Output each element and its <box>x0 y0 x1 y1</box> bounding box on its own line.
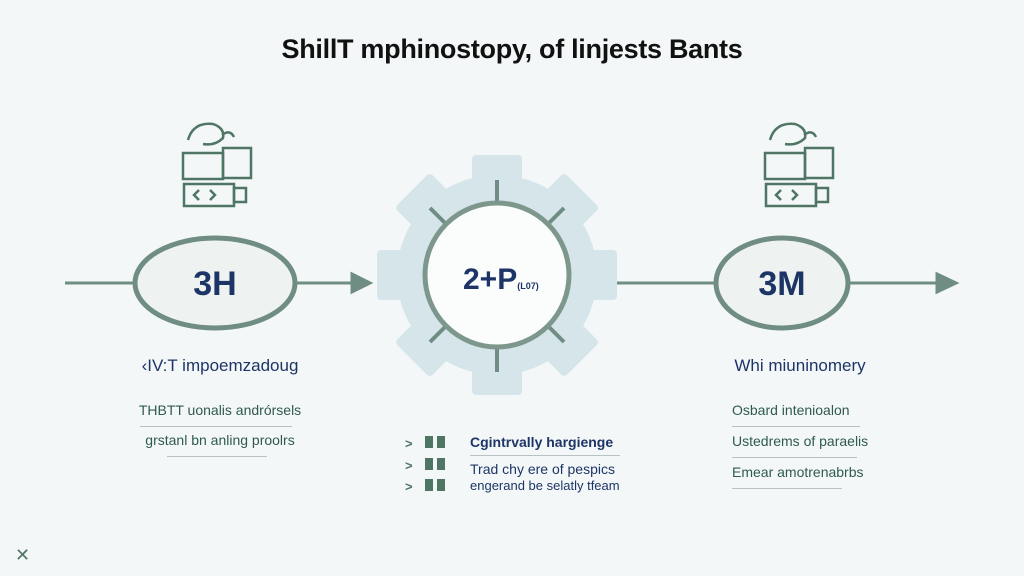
left-item: grstanl bn anling proolrs <box>145 432 295 448</box>
node-label-right: 3M <box>758 265 806 303</box>
left-node <box>132 235 298 331</box>
divider <box>470 455 620 456</box>
page-title: ShillT mphinostopy, of linjests Bants <box>281 34 743 64</box>
corner-x-icon: ✕ <box>15 545 30 565</box>
left-heading: ‹IV:T impoemzadoug <box>141 356 299 375</box>
right-item: Ustedrems of paraelis <box>732 433 869 449</box>
center-item: engerand be selatly tfeam <box>470 478 620 493</box>
center-item: Cgintrvally hargienge <box>470 434 614 450</box>
svg-text:>: > <box>405 458 413 473</box>
left-item: THBTT uonalis andrórsels <box>138 402 302 418</box>
divider <box>732 426 860 427</box>
right-item: Osbard intenioalon <box>732 402 850 418</box>
center-label: 2+P <box>463 263 518 296</box>
divider <box>140 426 292 427</box>
node-label-left: 3H <box>193 265 237 303</box>
node-label-center: 2+P(L07) <box>463 263 539 297</box>
device-icon <box>763 122 835 208</box>
center-node <box>422 200 572 350</box>
right-item: Emear amotrenabrbs <box>732 464 864 480</box>
divider <box>732 488 842 489</box>
right-node <box>713 235 851 331</box>
svg-text:>: > <box>405 436 413 451</box>
svg-text:>: > <box>405 479 413 494</box>
right-heading: Whi miuninomery <box>734 356 866 375</box>
divider <box>732 457 857 458</box>
center-item: Trad chy ere of pespics <box>470 461 615 477</box>
divider <box>167 456 267 457</box>
list-icons: > > > <box>405 436 445 494</box>
center-sublabel: (L07) <box>517 281 539 291</box>
device-icon <box>181 122 253 208</box>
